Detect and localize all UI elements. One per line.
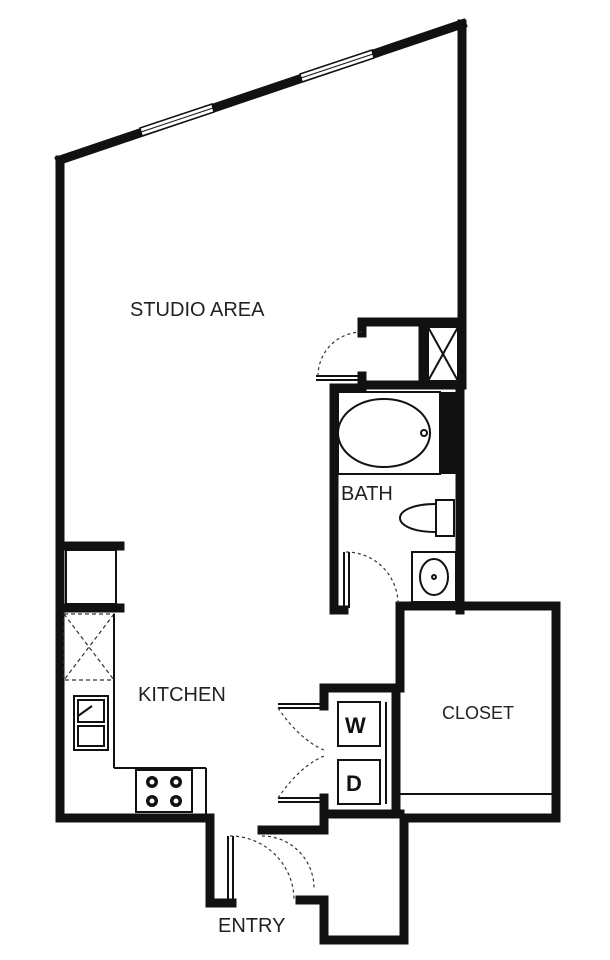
entry-door [227, 825, 329, 901]
bath-sink [411, 551, 457, 603]
bath-door [343, 551, 399, 608]
bathtub [337, 391, 458, 475]
pantry [55, 541, 125, 613]
window-left [139, 103, 215, 137]
label-entry: ENTRY [218, 915, 285, 937]
kitchen-counter [113, 614, 207, 814]
window-right [299, 49, 375, 83]
washer-label: W [345, 713, 366, 738]
laundry-closet [319, 683, 405, 835]
studio-bath-door [316, 331, 363, 381]
toilet [398, 499, 455, 537]
closet-fixtures [395, 605, 552, 795]
kitchen-sink [73, 695, 109, 751]
label-kitchen: KITCHEN [138, 684, 226, 706]
stove [135, 769, 193, 813]
windows [139, 49, 375, 137]
refrigerator [63, 613, 115, 681]
label-bath: BATH [341, 483, 393, 505]
linen-cabinet [427, 326, 459, 382]
bath-walls [329, 317, 467, 615]
label-closet: CLOSET [442, 703, 514, 723]
label-studio-area: STUDIO AREA [130, 299, 265, 321]
laundry-doors [277, 703, 325, 803]
dryer-label: D [346, 771, 362, 796]
